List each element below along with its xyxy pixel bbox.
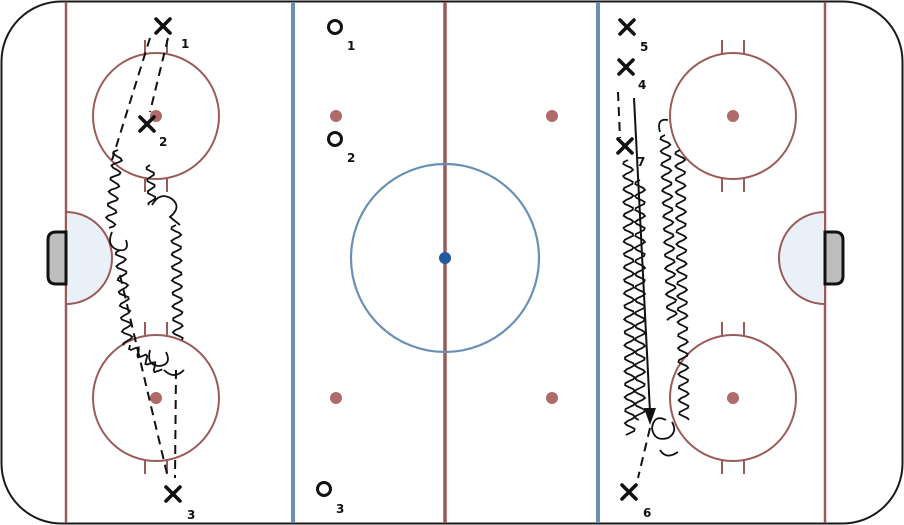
player-label: 2	[347, 151, 355, 165]
player-label: 1	[181, 37, 189, 51]
player-label: 3	[187, 508, 195, 522]
player-x-4: 4	[617, 58, 646, 92]
o-marker-icon	[316, 481, 332, 497]
player-x-6: 6	[620, 483, 651, 520]
neutral-dot-bottom-right	[546, 392, 558, 404]
right-pass-lines	[617, 91, 651, 479]
x-marker-icon	[620, 483, 638, 501]
left-bottom-faceoff-circle	[92, 322, 220, 474]
x-marker-icon	[617, 58, 635, 76]
player-x-2: 2	[138, 115, 167, 149]
left-goal-crease	[65, 210, 113, 306]
right-top-faceoff-circle	[669, 40, 797, 192]
x-marker-icon	[138, 115, 156, 133]
left-bottom-faceoff-dot	[150, 392, 162, 404]
skate-path-right-2	[633, 179, 647, 421]
left-turn-curls	[109, 195, 185, 376]
player-label: 7	[637, 155, 645, 169]
x-marker-icon	[616, 137, 634, 155]
skate-path-left-3	[145, 164, 156, 206]
right-bottom-faceoff-dot	[727, 392, 739, 404]
neutral-dot-bottom-left	[330, 392, 342, 404]
x-marker-icon	[618, 18, 636, 36]
neutral-dot-top-right	[546, 110, 558, 122]
player-o-3: 3	[316, 481, 344, 516]
center-faceoff-dot	[439, 252, 451, 264]
right-bottom-faceoff-circle	[669, 322, 797, 474]
neutral-dot-top-left	[330, 110, 342, 122]
o-marker-icon	[327, 131, 343, 147]
player-label: 5	[640, 40, 648, 54]
right-turn-curls	[651, 118, 679, 457]
skate-path-right-1	[621, 159, 637, 436]
center-circle	[349, 162, 541, 354]
player-x-5: 5	[618, 18, 648, 54]
player-o-2: 2	[327, 131, 355, 165]
o-marker-icon	[327, 19, 343, 35]
right-top-faceoff-dot	[727, 110, 739, 122]
skate-path-left-2	[114, 249, 134, 346]
skate-path-left-5	[128, 344, 163, 374]
player-label: 4	[638, 78, 646, 92]
skate-path-right-4	[673, 149, 690, 421]
left-goal-net	[46, 230, 68, 286]
right-goal-crease	[778, 210, 826, 306]
skate-path-right-3	[659, 134, 678, 321]
x-marker-icon	[164, 485, 182, 503]
skate-path-left-4	[170, 224, 184, 341]
player-label: 1	[347, 39, 355, 53]
right-shot-arrow	[633, 97, 656, 425]
player-label: 6	[643, 506, 651, 520]
player-x-7: 7	[616, 137, 645, 169]
player-x-1: 1	[154, 17, 189, 51]
player-label: 3	[336, 502, 344, 516]
player-x-3: 3	[164, 485, 195, 522]
left-skating-paths	[104, 149, 184, 374]
player-o-1: 1	[327, 19, 355, 53]
skate-path-left-1	[104, 149, 124, 229]
right-goal-net	[823, 230, 845, 286]
x-marker-icon	[154, 17, 172, 35]
right-skating-paths	[621, 134, 690, 436]
player-label: 2	[159, 135, 167, 149]
